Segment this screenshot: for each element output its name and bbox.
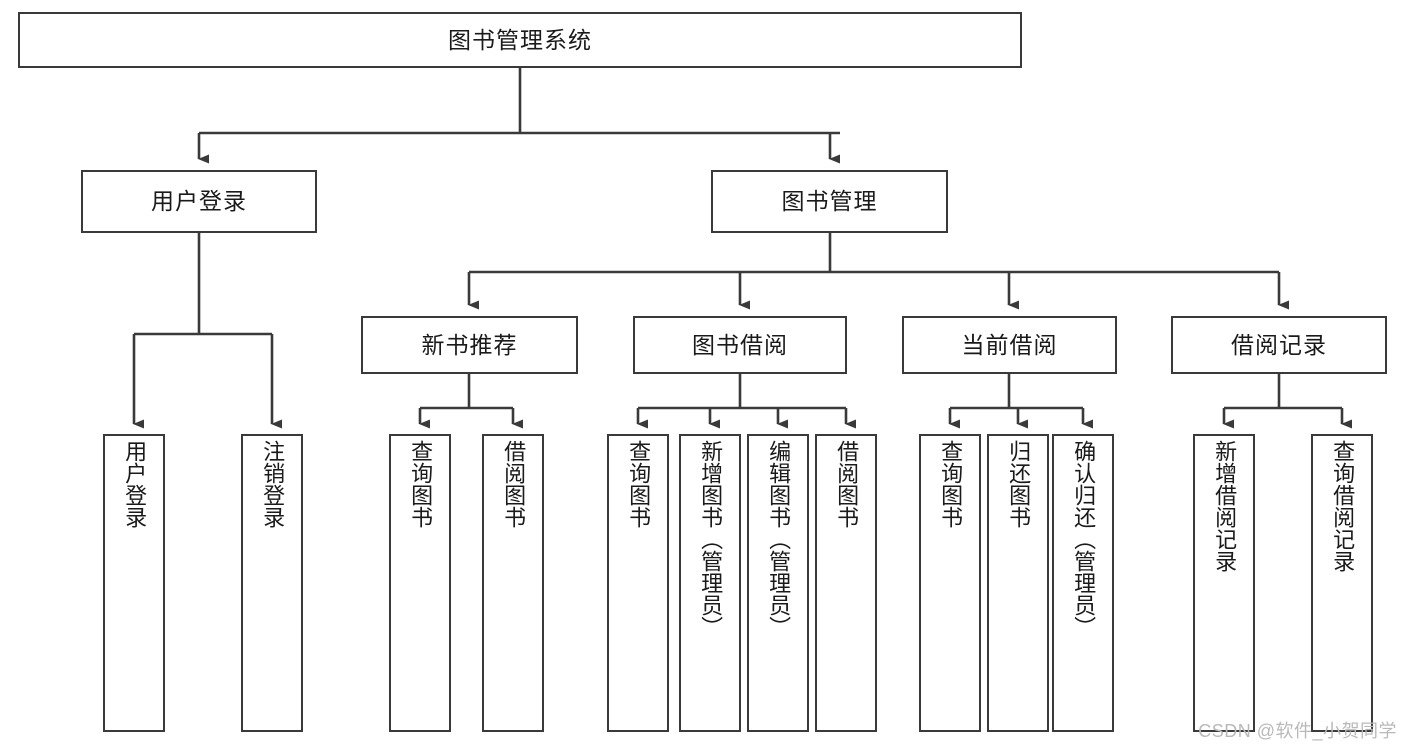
node-current-borrow[interactable]: 当前借阅 xyxy=(902,316,1117,374)
node-label: 当前借阅 xyxy=(961,331,1058,358)
node-user-login[interactable]: 用户登录 xyxy=(81,170,317,233)
node-label: 查询图书 xyxy=(408,440,434,528)
leaf-borrow-book-borrow[interactable]: 借阅图书 xyxy=(815,434,877,732)
leaf-query-borrow-record[interactable]: 查询借阅记录 xyxy=(1311,434,1373,732)
node-label: 用户登录 xyxy=(151,188,247,215)
leaf-confirm-return-admin[interactable]: 确认归还（管理员） xyxy=(1052,434,1114,732)
node-label: 新增借阅记录 xyxy=(1212,440,1238,572)
leaf-query-book-newbook[interactable]: 查询图书 xyxy=(389,434,451,732)
node-book-borrow[interactable]: 图书借阅 xyxy=(633,316,847,374)
node-label: 借阅图书 xyxy=(501,440,527,528)
leaf-borrow-book-newbook[interactable]: 借阅图书 xyxy=(482,434,544,732)
node-label: 图书管理系统 xyxy=(448,26,592,53)
node-label: 新增图书（管理员） xyxy=(698,440,724,638)
leaf-query-book-current[interactable]: 查询图书 xyxy=(919,434,981,732)
node-label: 借阅记录 xyxy=(1231,331,1327,358)
leaf-logout[interactable]: 注销登录 xyxy=(241,434,303,732)
node-label: 借阅图书 xyxy=(834,440,860,528)
node-label: 编辑图书（管理员） xyxy=(766,440,792,638)
node-root-system[interactable]: 图书管理系统 xyxy=(18,12,1022,68)
node-label: 查询借阅记录 xyxy=(1330,440,1356,572)
leaf-edit-book-admin[interactable]: 编辑图书（管理员） xyxy=(747,434,809,732)
node-label: 图书借阅 xyxy=(692,331,788,358)
node-label: 用户登录 xyxy=(122,440,148,528)
node-book-management[interactable]: 图书管理 xyxy=(711,170,948,233)
leaf-return-book[interactable]: 归还图书 xyxy=(987,434,1049,732)
node-label: 查询图书 xyxy=(938,440,964,528)
node-borrow-record[interactable]: 借阅记录 xyxy=(1171,316,1387,374)
node-label: 归还图书 xyxy=(1006,440,1032,528)
node-label: 图书管理 xyxy=(781,188,878,215)
leaf-user-login[interactable]: 用户登录 xyxy=(103,434,165,732)
node-new-book-recommend[interactable]: 新书推荐 xyxy=(361,316,578,374)
node-label: 新书推荐 xyxy=(421,331,518,358)
leaf-add-book-admin[interactable]: 新增图书（管理员） xyxy=(679,434,741,732)
node-label: 注销登录 xyxy=(260,440,286,528)
csdn-watermark: CSDN @软件_小贺同学 xyxy=(1198,721,1397,741)
leaf-query-book-borrow[interactable]: 查询图书 xyxy=(607,434,669,732)
node-label: 查询图书 xyxy=(626,440,652,528)
node-label: 确认归还（管理员） xyxy=(1071,440,1097,638)
leaf-add-borrow-record[interactable]: 新增借阅记录 xyxy=(1193,434,1255,732)
